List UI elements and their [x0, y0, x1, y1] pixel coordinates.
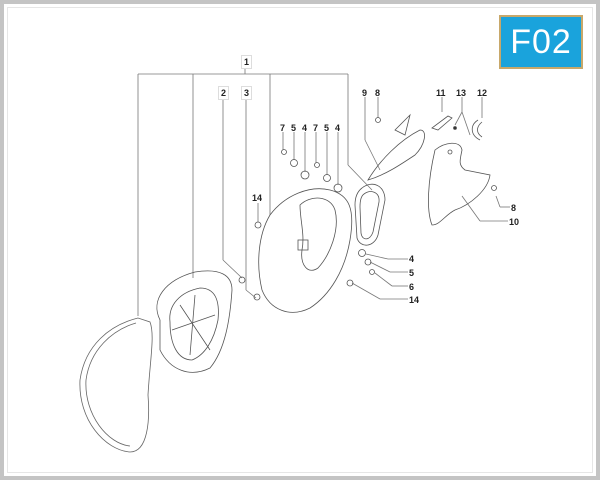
callout-label-7: 7: [280, 123, 286, 133]
callout-label-5: 5: [324, 123, 330, 133]
callout-label-4: 4: [409, 254, 415, 264]
callout-label-4: 4: [335, 123, 341, 133]
outer-cover-part: [79, 317, 153, 453]
callout-label-7: 7: [313, 123, 319, 133]
screw-parts: [238, 276, 261, 301]
seal-ring-part: [354, 183, 386, 246]
callout-label-14: 14: [252, 193, 263, 203]
frame-inner-border: [7, 7, 593, 473]
side-cover-part: [428, 142, 497, 226]
leader-lines: [137, 65, 510, 316]
deflector-part: [367, 113, 425, 181]
washer-parts: [254, 149, 375, 287]
callout-label-4: 4: [302, 123, 308, 133]
callout-label-6: 6: [409, 282, 415, 292]
callout-label-3: 3: [241, 86, 253, 100]
main-shroud-part: [258, 188, 353, 313]
callout-label-12: 12: [477, 88, 488, 98]
fan-housing-part: [156, 270, 233, 373]
callout-label-11: 11: [436, 88, 446, 98]
callout-label-8: 8: [511, 203, 517, 213]
callout-label-1: 1: [241, 55, 253, 69]
callout-label-5: 5: [409, 268, 415, 278]
callout-label-5: 5: [291, 123, 297, 133]
callout-label-10: 10: [509, 217, 520, 227]
callout-label-2: 2: [218, 86, 230, 100]
clip-parts: [431, 115, 483, 141]
callout-label-9: 9: [362, 88, 368, 98]
section-code-badge: F02: [499, 15, 583, 69]
callout-label-14: 14: [409, 295, 420, 305]
callout-label-13: 13: [456, 88, 467, 98]
callout-label-8: 8: [375, 88, 381, 98]
